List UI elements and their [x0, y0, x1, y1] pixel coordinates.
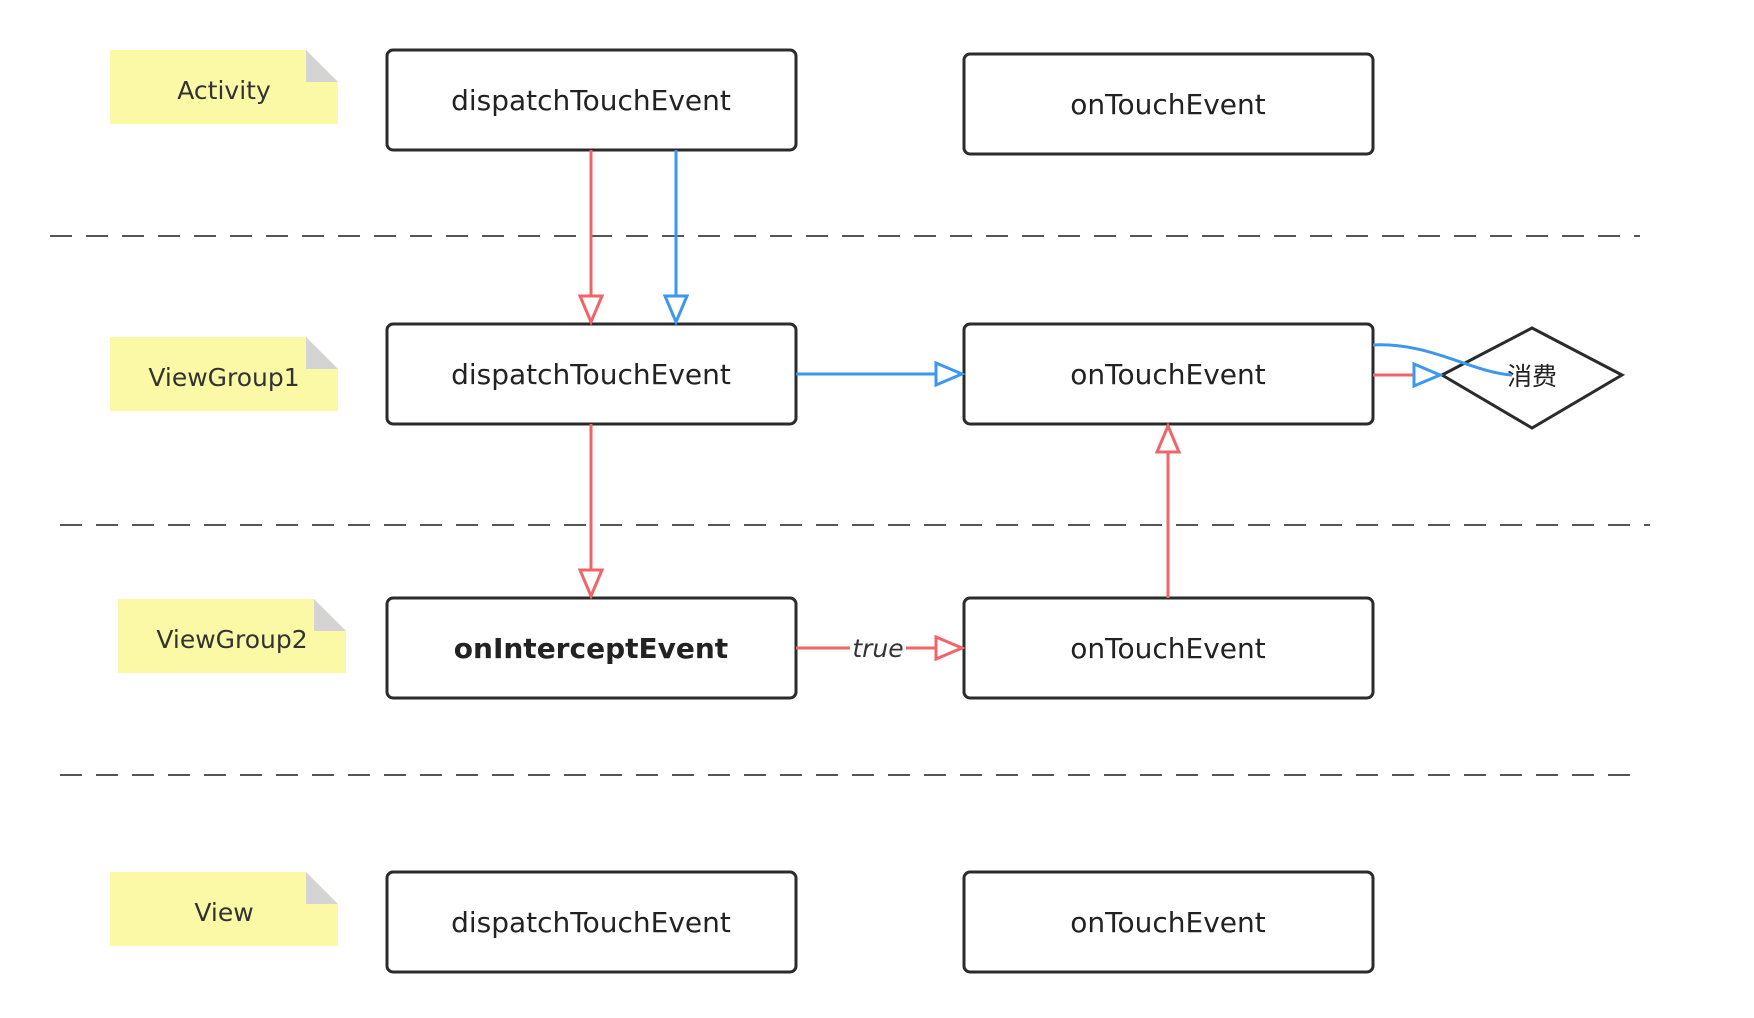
vg1-dispatch-label: dispatchTouchEvent: [451, 358, 731, 391]
lane-label-viewgroup2: ViewGroup2: [156, 625, 307, 654]
vg2-intercept-box: onInterceptEvent: [385, 596, 798, 700]
activity-ontouch-label: onTouchEvent: [1070, 88, 1265, 121]
arrow-vg2-ontouch-to-vg1-ontouch-red: [1154, 422, 1182, 598]
arrow-vg1-ontouch-to-consume-blue: [1372, 343, 1513, 389]
view-dispatch-box: dispatchTouchEvent: [385, 870, 798, 974]
view-dispatch-label: dispatchTouchEvent: [451, 906, 731, 939]
edge-label-true: true: [852, 634, 903, 663]
arrow-vg1-to-vg2-red: [577, 424, 605, 600]
activity-dispatch-box: dispatchTouchEvent: [385, 48, 798, 152]
arrow-vg1-dispatch-to-ontouch-blue: [796, 360, 966, 388]
lane-note-viewgroup1: ViewGroup1: [110, 337, 338, 411]
arrow-intercept-true-red: true: [796, 630, 966, 664]
lane-label-viewgroup1: ViewGroup1: [148, 363, 299, 392]
vg2-ontouch-label: onTouchEvent: [1070, 632, 1265, 665]
activity-dispatch-label: dispatchTouchEvent: [451, 84, 731, 117]
consume-diamond: 消费: [1438, 326, 1626, 430]
lane-note-activity: Activity: [110, 50, 338, 124]
consume-label: 消费: [1507, 362, 1557, 391]
vg1-ontouch-box: onTouchEvent: [962, 322, 1375, 426]
lane-label-view: View: [194, 898, 253, 927]
activity-ontouch-box: onTouchEvent: [962, 52, 1375, 156]
view-ontouch-box: onTouchEvent: [962, 870, 1375, 974]
vg1-ontouch-label: onTouchEvent: [1070, 358, 1265, 391]
lane-note-view: View: [110, 872, 338, 946]
edge-label-bg: [850, 630, 906, 664]
lane-label-activity: Activity: [177, 76, 271, 105]
vg2-intercept-label: onInterceptEvent: [454, 632, 728, 665]
lane-note-viewgroup2: ViewGroup2: [118, 599, 346, 673]
vg1-dispatch-box: dispatchTouchEvent: [385, 322, 798, 426]
vg2-ontouch-box: onTouchEvent: [962, 596, 1375, 700]
arrow-activity-to-vg1-red: [577, 150, 605, 326]
arrow-activity-to-vg1-blue: [662, 150, 690, 326]
view-ontouch-label: onTouchEvent: [1070, 906, 1265, 939]
